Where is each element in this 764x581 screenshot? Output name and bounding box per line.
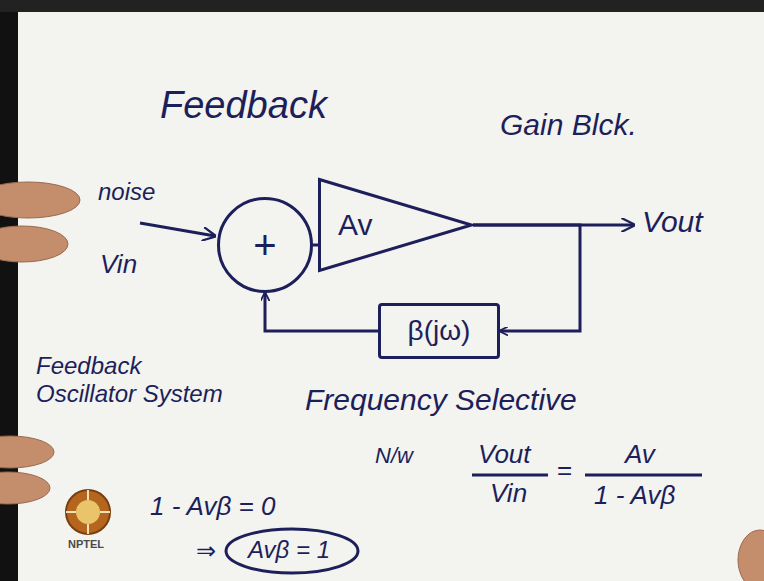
- fraction-bar: [472, 474, 548, 477]
- node-text: β(jω): [408, 315, 471, 347]
- feedback-wire: [313, 244, 318, 247]
- equation: 1 - Avβ = 0: [150, 492, 275, 522]
- amplifier-triangle: Av: [318, 178, 473, 272]
- formula-sign: ⇒: [196, 537, 216, 565]
- finger: [0, 182, 80, 218]
- highlight-ellipse: [226, 529, 358, 573]
- note: Feedback Oscillator System: [36, 352, 236, 407]
- hand: [0, 182, 764, 581]
- signal-name: Vout: [642, 205, 703, 240]
- feedback-network-box: β(jω): [378, 303, 500, 359]
- finger: [0, 472, 50, 504]
- feedback-wire: [473, 225, 580, 331]
- node-text: +: [253, 222, 276, 268]
- input-arrow: [140, 223, 215, 236]
- finger: [0, 226, 68, 262]
- signal-name: Vin: [100, 250, 137, 280]
- finger: [738, 530, 764, 581]
- equation: Avβ = 1: [248, 536, 330, 564]
- formula-term: 1 - Avβ: [594, 481, 675, 511]
- logo-center: [76, 500, 100, 524]
- signal-name: noise: [98, 178, 155, 206]
- summing-junction: +: [217, 197, 313, 293]
- note: Frequency Selective: [305, 383, 577, 418]
- fraction-bar: [585, 474, 702, 477]
- logo-text: NPTEL: [68, 538, 104, 551]
- finger: [0, 436, 54, 468]
- formula-term: Vout: [478, 440, 531, 470]
- note: N/w: [375, 443, 413, 468]
- heading: Feedback: [160, 84, 327, 128]
- triangle-outline: [320, 180, 472, 271]
- formula-sign: =: [557, 456, 572, 486]
- logo-rays: [66, 490, 110, 534]
- logo-disc: [66, 490, 110, 534]
- block-caption: Gain Blck.: [500, 108, 637, 143]
- node-text: Av: [338, 208, 372, 243]
- formula-term: Vin: [490, 479, 527, 509]
- nptel-logo: [66, 490, 110, 534]
- formula-term: Av: [625, 440, 655, 470]
- feedback-wire: [265, 293, 378, 331]
- frame-edge: [0, 0, 764, 12]
